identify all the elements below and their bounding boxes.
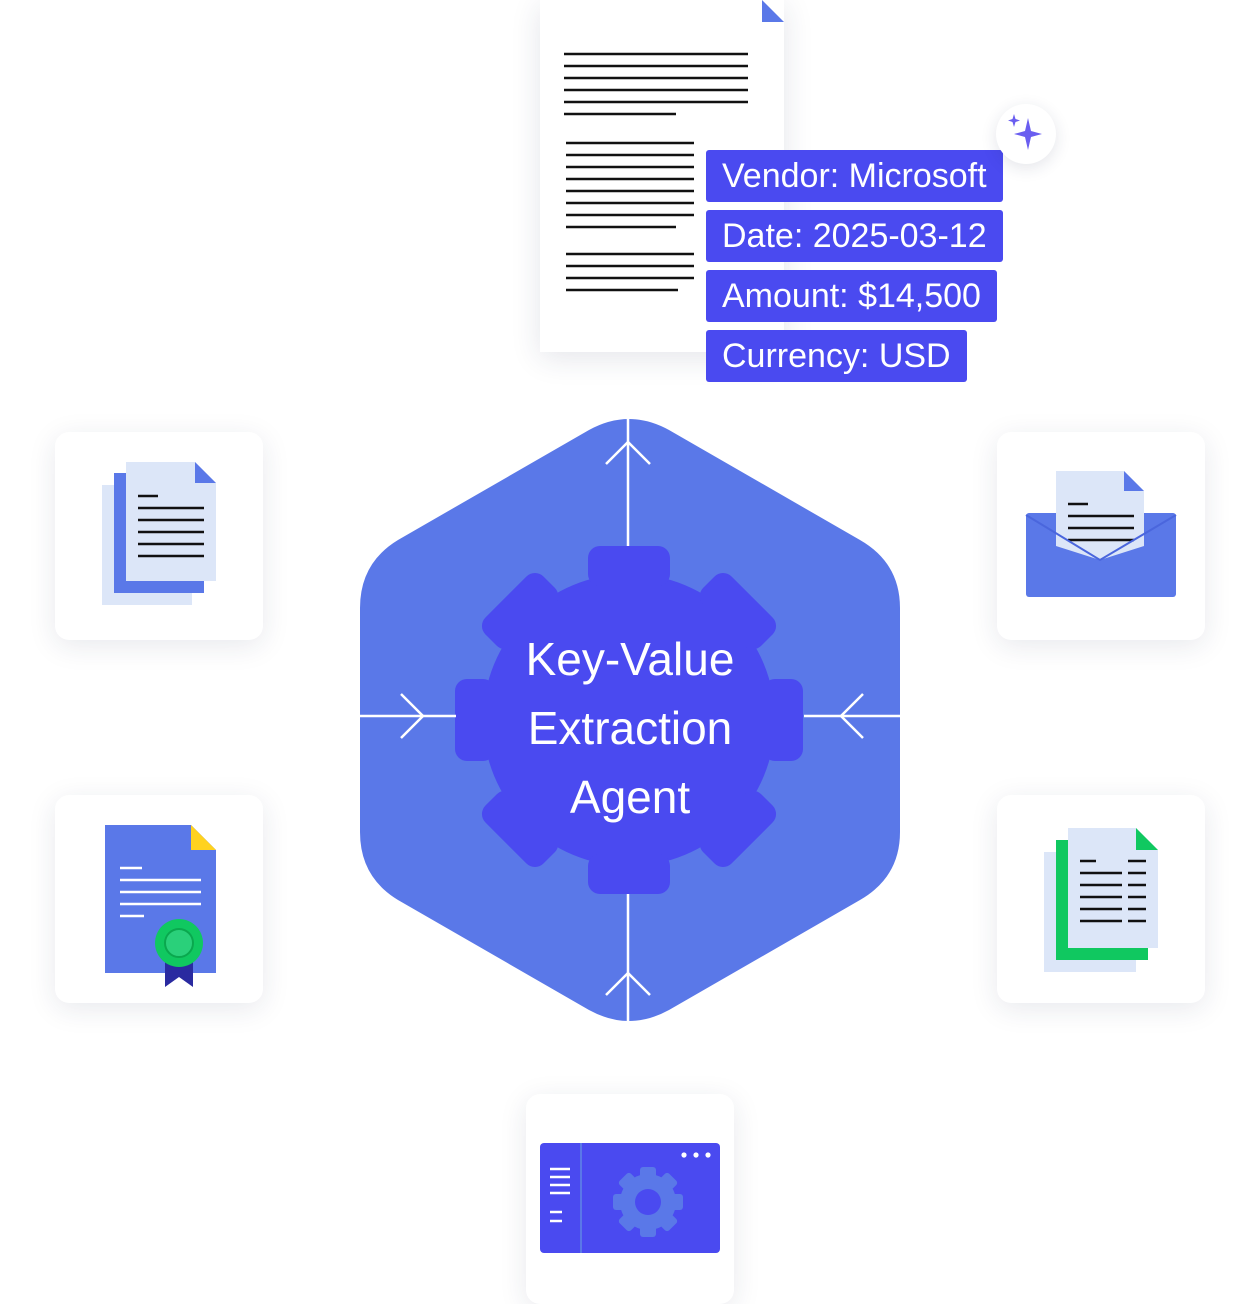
sparkle-icon xyxy=(1008,114,1042,150)
stacked-documents-icon xyxy=(102,462,216,605)
card-certificate xyxy=(55,795,263,1003)
extracted-field-amount: Amount: $14,500 xyxy=(706,270,997,322)
hub-hexagon xyxy=(360,417,900,1022)
certificate-icon xyxy=(105,825,216,987)
hub-title-line-1: Key-Value xyxy=(525,633,735,685)
extracted-field-vendor: Vendor: Microsoft xyxy=(706,150,1003,202)
card-stacked-documents xyxy=(55,432,263,640)
extracted-field-currency: Currency: USD xyxy=(706,330,967,382)
spreadsheet-document-icon xyxy=(1044,828,1158,972)
arrow-bottom-head xyxy=(605,971,651,996)
flow-arrows xyxy=(360,417,900,1022)
hub-title: Key-Value Extraction Agent xyxy=(470,625,790,832)
sparkle-badge xyxy=(996,104,1056,164)
email-with-document-icon xyxy=(1025,471,1177,597)
invoice-document-icon xyxy=(564,0,784,292)
card-settings-window xyxy=(526,1094,734,1304)
settings-app-window-icon xyxy=(540,1143,720,1253)
hub-title-line-3: Agent xyxy=(569,771,691,823)
arrow-left-head xyxy=(400,693,425,739)
gear-shape xyxy=(455,546,803,894)
hub-title-line-2: Extraction xyxy=(527,702,733,754)
card-email-document xyxy=(997,432,1205,640)
card-spreadsheet-document xyxy=(997,795,1205,1003)
extracted-field-date: Date: 2025-03-12 xyxy=(706,210,1003,262)
arrow-up-head xyxy=(605,440,651,465)
arrow-right-head xyxy=(839,693,864,739)
